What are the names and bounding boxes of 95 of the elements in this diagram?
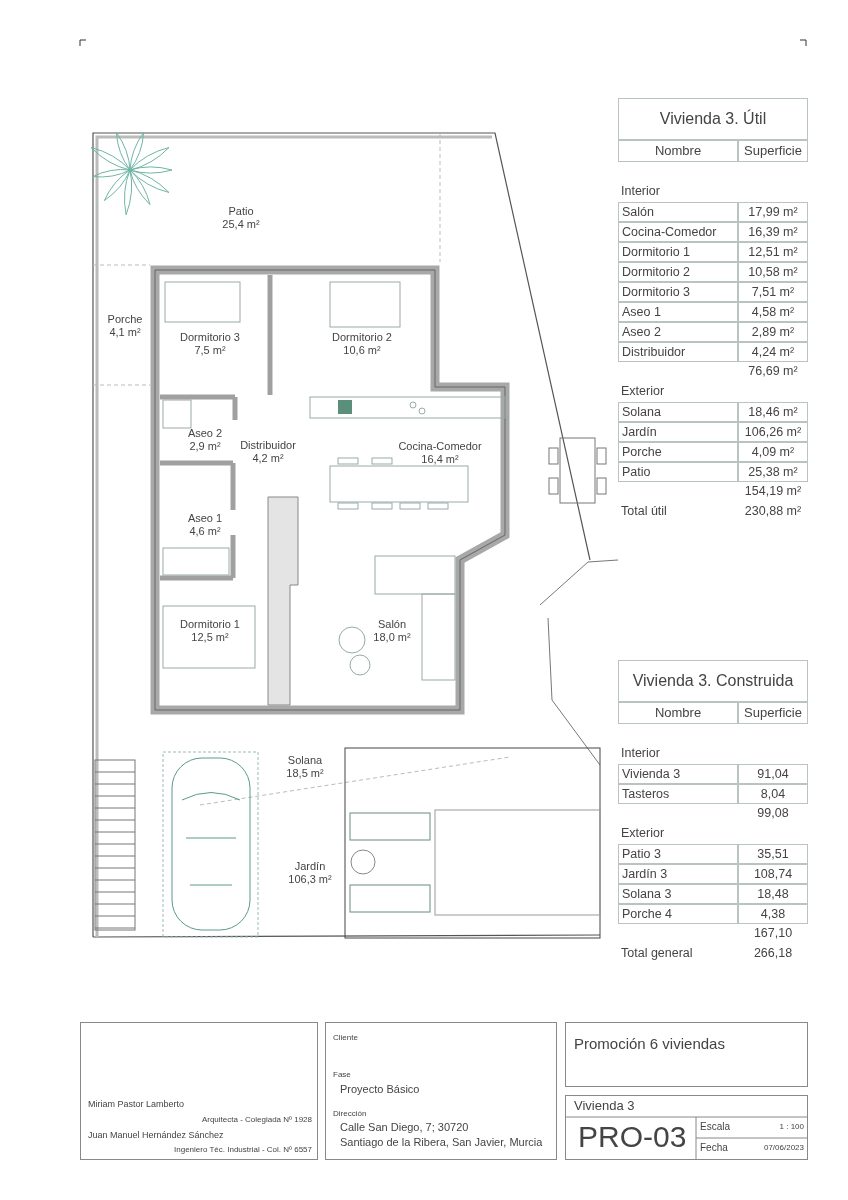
column-header: Superficie: [738, 702, 808, 724]
value-cell: 4,58 m²: [738, 302, 808, 322]
subtotal-value: 99,08: [756, 805, 790, 822]
person-name: Miriam Pastor Lamberto: [88, 1100, 185, 1109]
drawing-number: PRO-03: [578, 1122, 687, 1152]
person-role: Arquitecta - Colegiada Nº 1928: [201, 1116, 312, 1124]
total-value: 266,18: [752, 945, 794, 962]
value-cell: 35,51: [738, 844, 808, 864]
value-cell: 4,24 m²: [738, 342, 808, 362]
room-name: Distribuidor: [240, 439, 296, 452]
value-cell: 91,04: [738, 764, 808, 784]
value-cell: 4,38: [738, 904, 808, 924]
name-cell: Tasteros: [618, 784, 738, 804]
area-label: 7,5 m²: [193, 344, 227, 357]
name-cell: Patio: [618, 462, 738, 482]
room-name: Patio: [227, 205, 255, 218]
area-label: 18,0 m²: [373, 631, 411, 644]
area-label: 4,2 m²: [251, 452, 285, 465]
name-cell: Porche: [618, 442, 738, 462]
room-name: Cocina-Comedor: [398, 440, 482, 453]
name-cell: Jardín: [618, 422, 738, 442]
room-name: Dormitorio 3: [180, 331, 240, 344]
value-cell: 2,89 m²: [738, 322, 808, 342]
name-cell: Aseo 1: [618, 302, 738, 322]
value-cell: 16,39 m²: [738, 222, 808, 242]
name-cell: Aseo 2: [618, 322, 738, 342]
name-cell: Solana: [618, 402, 738, 422]
value-cell: 106,26 m²: [738, 422, 808, 442]
value-cell: 8,04: [738, 784, 808, 804]
area-label: 18,5 m²: [286, 767, 324, 780]
section-heading: Exterior: [620, 383, 666, 400]
name-cell: Salón: [618, 202, 738, 222]
name-cell: Vivienda 3: [618, 764, 738, 784]
value-cell: 10,58 m²: [738, 262, 808, 282]
field-value: Proyecto Básico: [340, 1084, 420, 1095]
area-label: 4,6 m²: [188, 525, 222, 538]
name-cell: Cocina-Comedor: [618, 222, 738, 242]
room-name: Porche: [107, 313, 143, 326]
column-header: Superficie: [738, 140, 808, 162]
room-name: Salón: [376, 618, 408, 631]
total-value: 230,88 m²: [743, 503, 803, 520]
person-name: Juan Manuel Hernández Sánchez: [88, 1131, 224, 1140]
name-cell: Distribuidor: [618, 342, 738, 362]
area-label: 16,4 m²: [420, 453, 460, 466]
table-title: Vivienda 3. Construida: [618, 660, 808, 702]
name-cell: Jardín 3: [618, 864, 738, 884]
value-cell: 7,51 m²: [738, 282, 808, 302]
subtotal-value: 167,10: [752, 925, 794, 942]
subtotal-value: 154,19 m²: [743, 483, 803, 500]
value-cell: 108,74: [738, 864, 808, 884]
room-name: Dormitorio 1: [180, 618, 240, 631]
section-heading: Interior: [620, 745, 661, 762]
value-cell: 18,46 m²: [738, 402, 808, 422]
field-caption: Dirección: [333, 1110, 367, 1118]
value-cell: 4,09 m²: [738, 442, 808, 462]
column-header: Nombre: [618, 140, 738, 162]
field-caption: Cliente: [333, 1034, 358, 1042]
section-heading: Interior: [620, 183, 661, 200]
date-value: 07/06/2023: [763, 1144, 804, 1152]
room-name: Solana: [286, 754, 324, 767]
area-label: 106,3 m²: [288, 873, 332, 886]
name-cell: Solana 3: [618, 884, 738, 904]
room-name: Aseo 2: [187, 427, 223, 440]
field-caption: Fecha: [700, 1143, 728, 1153]
value-cell: 25,38 m²: [738, 462, 808, 482]
room-name: Jardín: [293, 860, 327, 873]
area-label: 25,4 m²: [222, 218, 260, 231]
name-cell: Porche 4: [618, 904, 738, 924]
column-header: Nombre: [618, 702, 738, 724]
area-label: 12,5 m²: [190, 631, 230, 644]
room-name: Dormitorio 2: [332, 331, 392, 344]
house-name: Vivienda 3: [574, 1099, 635, 1112]
total-label: Total general: [620, 945, 694, 962]
field-value: Calle San Diego, 7; 30720: [340, 1122, 469, 1133]
name-cell: Dormitorio 1: [618, 242, 738, 262]
field-caption: Fase: [333, 1071, 351, 1079]
area-label: 4,1 m²: [108, 326, 142, 339]
scale-value: 1 : 100: [779, 1123, 804, 1131]
value-cell: 12,51 m²: [738, 242, 808, 262]
area-label: 10,6 m²: [342, 344, 382, 357]
name-cell: Dormitorio 3: [618, 282, 738, 302]
field-caption: Escala: [700, 1122, 730, 1132]
table-title: Vivienda 3. Útil: [618, 98, 808, 140]
area-label: 2,9 m²: [188, 440, 222, 453]
name-cell: Patio 3: [618, 844, 738, 864]
person-role: Ingeniero Téc. Industrial - Col. Nº 6557: [174, 1146, 312, 1154]
subtotal-value: 76,69 m²: [747, 363, 799, 380]
section-heading: Exterior: [620, 825, 666, 842]
field-value: Santiago de la Ribera, San Javier, Murcia: [340, 1137, 543, 1148]
value-cell: 17,99 m²: [738, 202, 808, 222]
name-cell: Dormitorio 2: [618, 262, 738, 282]
total-label: Total útil: [620, 503, 668, 520]
project-title: Promoción 6 viviendas: [574, 1036, 725, 1051]
room-name: Aseo 1: [187, 512, 223, 525]
value-cell: 18,48: [738, 884, 808, 904]
